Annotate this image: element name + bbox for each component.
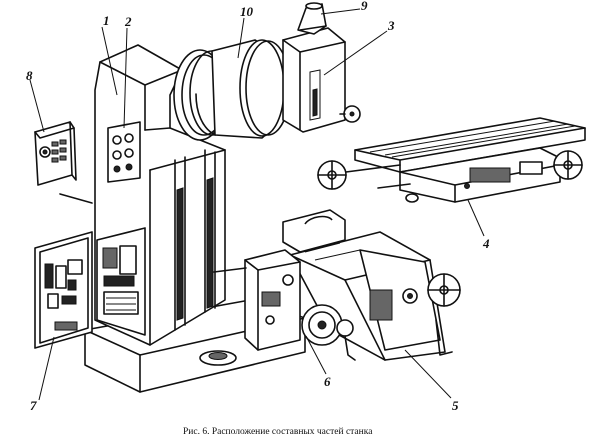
callout-5: 5 <box>452 398 459 413</box>
callout-6: 6 <box>324 374 331 389</box>
callout-8: 8 <box>26 68 33 83</box>
work-table <box>317 117 586 203</box>
control-pendant <box>34 121 93 204</box>
callout-1: 1 <box>103 13 110 28</box>
cabinet-door <box>34 231 93 349</box>
callout-2: 2 <box>124 14 132 29</box>
knee-console <box>282 209 461 361</box>
callout-3: 3 <box>387 18 395 33</box>
callout-7: 7 <box>30 398 37 413</box>
spindle-head <box>282 2 361 133</box>
figure-caption: Рис. 6. Расположение составных частей ст… <box>183 426 373 437</box>
callout-10: 10 <box>240 4 254 19</box>
callout-leaders <box>29 8 485 401</box>
callout-4: 4 <box>482 236 490 251</box>
feed-gearbox <box>213 249 356 361</box>
machine-column <box>84 44 306 393</box>
callout-9: 9 <box>361 0 368 13</box>
swivel-head-housing <box>173 39 291 141</box>
